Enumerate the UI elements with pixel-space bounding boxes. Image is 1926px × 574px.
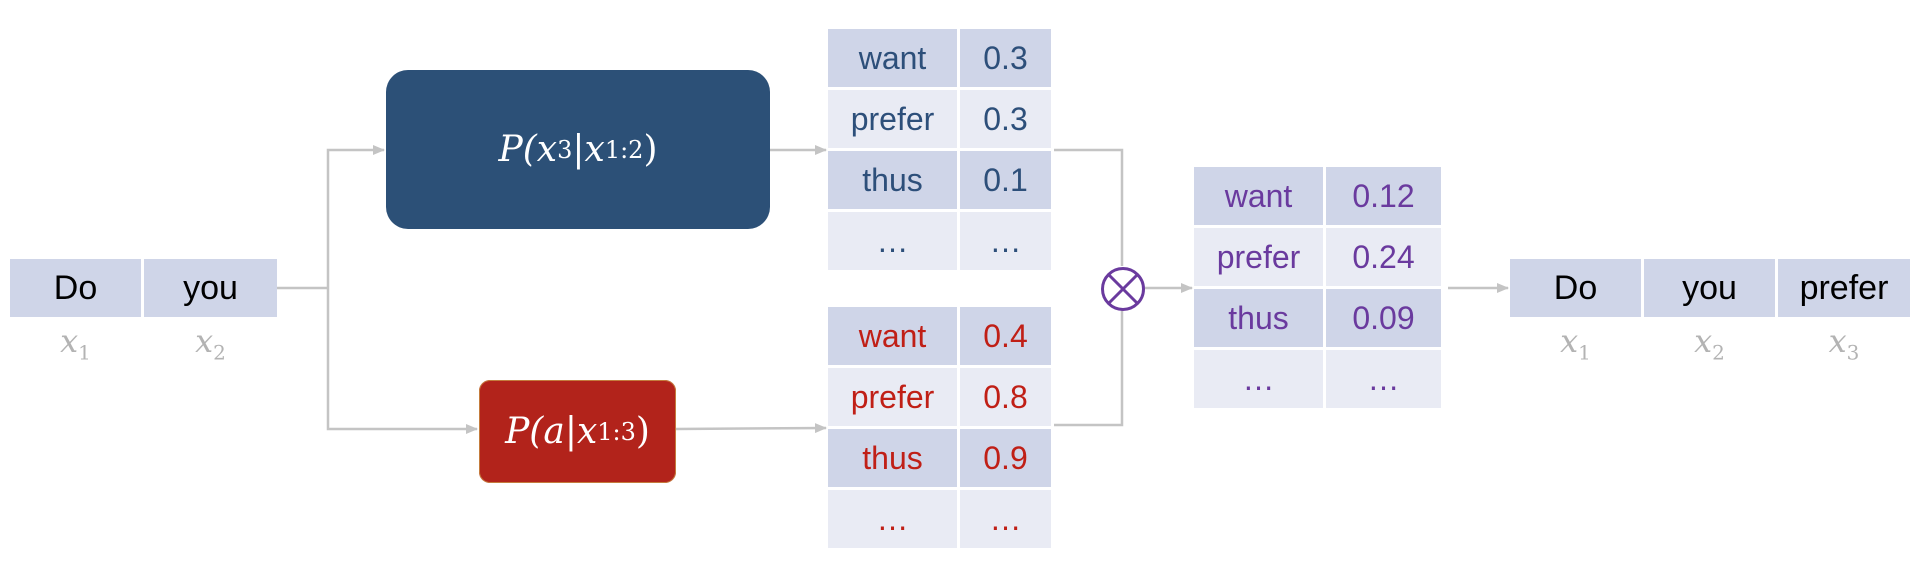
table-row: prefer 0.3 [828, 90, 1051, 148]
var-label: x2 [195, 322, 226, 365]
prob-cell: … [1326, 350, 1441, 408]
word-cell: … [828, 490, 957, 548]
output-token: prefer [1778, 259, 1910, 317]
word-cell: prefer [828, 90, 957, 148]
table-row: want 0.12 [1194, 167, 1441, 225]
prob-cell: 0.24 [1326, 228, 1441, 286]
prob-cell: 0.09 [1326, 289, 1441, 347]
arrow-to-attr-box [326, 288, 478, 434]
word-cell: prefer [1194, 228, 1323, 286]
var-label: x3 [1828, 322, 1860, 365]
prob-cell: 0.1 [960, 151, 1051, 209]
prob-cell: … [960, 490, 1051, 548]
product-operator-icon [1101, 267, 1145, 311]
table-row: … … [828, 490, 1051, 548]
word-cell: … [1194, 350, 1323, 408]
arrow-attr-to-table [675, 423, 827, 434]
word-cell: thus [828, 151, 957, 209]
word-cell: want [828, 307, 957, 365]
prob-cell: 0.3 [960, 29, 1051, 87]
word-cell: want [1194, 167, 1323, 225]
table-row: want 0.4 [828, 307, 1051, 365]
word-cell: thus [828, 429, 957, 487]
table-row: thus 0.1 [828, 151, 1051, 209]
input-token-row: Do you [10, 259, 277, 317]
word-cell: prefer [828, 368, 957, 426]
word-cell: want [828, 29, 957, 87]
var-label: x1 [60, 322, 91, 365]
output-token: you [1644, 259, 1775, 317]
table-row: prefer 0.8 [828, 368, 1051, 426]
table-row: … … [1194, 350, 1441, 408]
input-token: Do [10, 259, 141, 317]
table-row: thus 0.09 [1194, 289, 1441, 347]
line-attr-table-to-product [1054, 310, 1124, 427]
input-var-labels: x1 x2 [10, 322, 280, 364]
lm-probability-table: want 0.3 prefer 0.3 thus 0.1 … … [825, 26, 1054, 273]
output-token-row: Do you prefer [1510, 259, 1910, 317]
table-row: want 0.3 [828, 29, 1051, 87]
word-cell: … [828, 212, 957, 270]
prob-cell: 0.4 [960, 307, 1051, 365]
attribute-probability-table: want 0.4 prefer 0.8 thus 0.9 … … [825, 304, 1054, 551]
prob-cell: … [960, 212, 1051, 270]
table-row: prefer 0.24 [1194, 228, 1441, 286]
prob-cell: 0.3 [960, 90, 1051, 148]
output-var-labels: x1 x2 x3 [1510, 322, 1913, 364]
output-token: Do [1510, 259, 1641, 317]
product-probability-table: want 0.12 prefer 0.24 thus 0.09 … … [1191, 164, 1444, 411]
table-row: thus 0.9 [828, 429, 1051, 487]
prob-cell: 0.12 [1326, 167, 1441, 225]
var-label: x2 [1694, 322, 1725, 365]
table-row: … … [828, 212, 1051, 270]
var-label: x1 [1560, 322, 1591, 365]
prob-cell: 0.8 [960, 368, 1051, 426]
prob-cell: 0.9 [960, 429, 1051, 487]
input-token: you [144, 259, 277, 317]
word-cell: thus [1194, 289, 1323, 347]
arrow-to-lm-box [326, 145, 385, 288]
line-lm-table-to-product [1054, 148, 1124, 266]
